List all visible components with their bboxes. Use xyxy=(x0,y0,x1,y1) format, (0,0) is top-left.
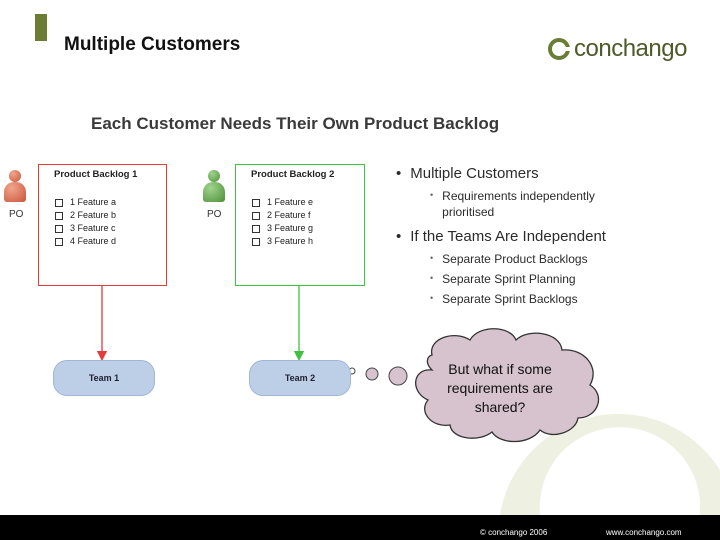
callout-text: But what if some requirements are shared… xyxy=(447,361,553,415)
product-owner-2-icon xyxy=(203,170,225,206)
bullet-level-1: •If the Teams Are Independent xyxy=(396,228,606,245)
bullet-dot-icon: • xyxy=(430,253,434,263)
checkbox-icon xyxy=(55,211,63,220)
bullet-list: •Multiple Customers •Requirements indepe… xyxy=(396,165,706,311)
bullet-dot-icon: • xyxy=(430,293,434,303)
checkbox-icon xyxy=(252,198,260,207)
backlog-item: 1 Feature a xyxy=(55,196,116,209)
backlog-1-list: 1 Feature a 2 Feature b 3 Feature c 4 Fe… xyxy=(55,196,116,248)
backlog-2-title: Product Backlog 2 xyxy=(251,169,335,180)
bullet-level-2: •Separate Sprint Backlogs xyxy=(430,292,578,306)
slide-subtitle: Each Customer Needs Their Own Product Ba… xyxy=(91,114,500,133)
slide-title: Multiple Customers xyxy=(64,34,241,55)
team-1-node: Team 1 xyxy=(53,360,155,396)
checkbox-icon xyxy=(252,237,260,246)
bullet-level-2: •Separate Product Backlogs xyxy=(430,252,588,266)
backlog-2-list: 1 Feature e 2 Feature f 3 Feature g 3 Fe… xyxy=(252,196,313,248)
checkbox-icon xyxy=(252,224,260,233)
bullet-level-2: •Separate Sprint Planning xyxy=(430,272,576,286)
backlog-item: 3 Feature c xyxy=(55,222,116,235)
backlog-item: 3 Feature h xyxy=(252,235,313,248)
product-backlog-2: Product Backlog 2 1 Feature e 2 Feature … xyxy=(235,164,365,286)
product-backlog-1: Product Backlog 1 1 Feature a 2 Feature … xyxy=(38,164,167,286)
checkbox-icon xyxy=(55,198,63,207)
po-label-1: PO xyxy=(9,209,24,220)
backlog-item: 2 Feature f xyxy=(252,209,313,222)
footer-website: www.conchango.com xyxy=(606,528,682,537)
logo-mark-icon xyxy=(548,38,571,60)
product-owner-1-icon xyxy=(4,170,26,206)
logo-text: conchango xyxy=(574,35,687,62)
thought-cloud-icon xyxy=(348,328,600,443)
po-label-2: PO xyxy=(207,209,222,220)
bullet-dot-icon: • xyxy=(430,190,434,200)
title-accent-bar xyxy=(35,14,47,41)
backlog-item: 3 Feature g xyxy=(252,222,313,235)
bullet-level-2: •Requirements independently prioritised xyxy=(430,189,595,219)
backlog-item: 4 Feature d xyxy=(55,235,116,248)
bullet-dot-icon: • xyxy=(430,273,434,283)
backlog-item: 1 Feature e xyxy=(252,196,313,209)
bullet-dot-icon: • xyxy=(396,165,402,182)
footer-bar xyxy=(0,515,720,540)
checkbox-icon xyxy=(55,224,63,233)
backlog-1-title: Product Backlog 1 xyxy=(54,169,138,180)
backlog-item: 2 Feature b xyxy=(55,209,116,222)
bullet-level-1: •Multiple Customers xyxy=(396,165,539,182)
bullet-dot-icon: • xyxy=(396,228,402,245)
checkbox-icon xyxy=(55,237,63,246)
checkbox-icon xyxy=(252,211,260,220)
team-2-node: Team 2 xyxy=(249,360,351,396)
footer-copyright: © conchango 2006 xyxy=(480,528,548,537)
conchango-logo: conchango xyxy=(548,34,687,64)
